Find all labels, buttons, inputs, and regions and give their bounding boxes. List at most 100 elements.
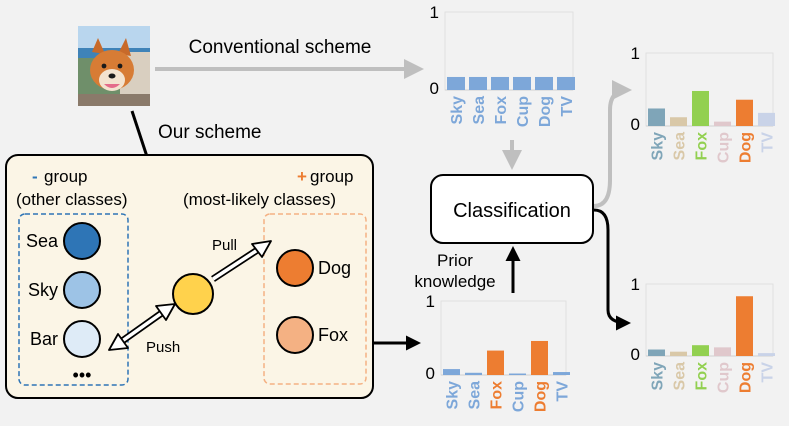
category-label-fox: Fox (493, 96, 510, 125)
bar-tv (557, 76, 575, 90)
bar-dog (535, 76, 553, 90)
conventional-scheme-label: Conventional scheme (189, 37, 372, 58)
classification-label: Classification (453, 200, 571, 222)
category-label-tv: TV (760, 132, 777, 153)
y-tick-label: 0 (430, 79, 439, 98)
category-label-cup: Cup (511, 381, 528, 412)
chart-plot-area (645, 52, 774, 127)
node-dog (276, 249, 314, 287)
category-label-fox: Fox (694, 362, 711, 391)
bar-tv (758, 112, 775, 126)
node-label-sea: Sea (26, 231, 59, 251)
category-label-sky: Sky (650, 362, 667, 391)
bar-dog (531, 340, 548, 375)
node-label-bar: Bar (30, 329, 58, 349)
bar-sky (447, 76, 465, 90)
category-label-tv: TV (559, 96, 576, 117)
bar-sky (648, 349, 665, 356)
bar-sea (465, 372, 482, 375)
y-tick-label: 1 (426, 292, 435, 311)
node-bar (63, 320, 101, 358)
category-label-cup: Cup (515, 96, 532, 127)
bar-fox (491, 76, 509, 90)
push-arrow (108, 303, 176, 351)
output-ours-arrow (593, 208, 631, 331)
plus-group-box (263, 213, 367, 385)
node-sky (63, 271, 101, 309)
push-label: Push (146, 339, 180, 356)
category-label-sea: Sea (467, 381, 484, 410)
node-label-fox: Fox (318, 325, 348, 345)
bar-tv (553, 372, 570, 375)
our-scheme-label: Our scheme (158, 122, 261, 143)
category-label-tv: TV (555, 381, 572, 402)
category-label-sky: Sky (445, 381, 462, 410)
minus-sign: - (32, 167, 38, 186)
bar-cup (714, 347, 731, 356)
pull-arrow (211, 240, 272, 282)
bar-cup (513, 76, 531, 90)
category-label-dog: Dog (537, 96, 554, 127)
node-sea (63, 222, 101, 260)
y-tick-label: 0 (631, 115, 640, 134)
bar-dog (736, 296, 753, 356)
node-fox (276, 316, 314, 354)
minus-group-title: group (44, 167, 87, 186)
category-label-dog: Dog (738, 132, 755, 163)
bar-fox (692, 345, 709, 356)
y-tick-label: 1 (631, 44, 640, 63)
ellipsis: ••• (73, 365, 92, 385)
category-label-sea: Sea (672, 132, 689, 161)
y-tick-label: 1 (631, 275, 640, 294)
category-label-dog: Dog (738, 362, 755, 393)
pull-label: Pull (212, 237, 237, 254)
bar-sky (443, 369, 460, 375)
plus-group-title: group (310, 167, 353, 186)
category-label-fox: Fox (489, 381, 506, 410)
category-label-dog: Dog (533, 381, 550, 412)
bar-cup (714, 121, 731, 126)
classification-box (430, 174, 594, 244)
node-label-sky: Sky (28, 280, 58, 300)
anchor-node (172, 273, 214, 315)
bar-sea (670, 117, 687, 126)
bar-fox (692, 90, 709, 126)
output-conventional-arrow (593, 80, 632, 208)
category-label-fox: Fox (694, 132, 711, 161)
y-tick-label: 0 (426, 364, 435, 383)
minus-group-box (18, 213, 129, 386)
bar-cup (509, 373, 526, 375)
node-label-dog: Dog (318, 258, 351, 278)
y-tick-label: 1 (430, 3, 439, 22)
prior-label-line2: knowledge (414, 272, 495, 291)
category-label-cup: Cup (716, 132, 733, 163)
bar-tv (758, 353, 775, 356)
bar-fox (487, 350, 504, 375)
category-label-sea: Sea (471, 96, 488, 125)
category-label-tv: TV (760, 362, 777, 383)
bar-sea (670, 351, 687, 356)
category-label-cup: Cup (716, 362, 733, 393)
prior-label-line1: Prior (437, 251, 473, 270)
minus-group-subtitle: (other classes) (16, 190, 127, 209)
category-label-sky: Sky (449, 96, 466, 125)
bar-sky (648, 108, 665, 126)
input-dog-photo (78, 26, 150, 106)
category-label-sky: Sky (650, 132, 667, 161)
plus-sign: + (297, 167, 307, 186)
bar-dog (736, 99, 753, 126)
plus-group-subtitle: (most-likely classes) (183, 190, 336, 209)
chart-plot-area (645, 283, 774, 357)
category-label-sea: Sea (672, 362, 689, 391)
y-tick-label: 0 (631, 345, 640, 364)
bar-sea (469, 76, 487, 90)
